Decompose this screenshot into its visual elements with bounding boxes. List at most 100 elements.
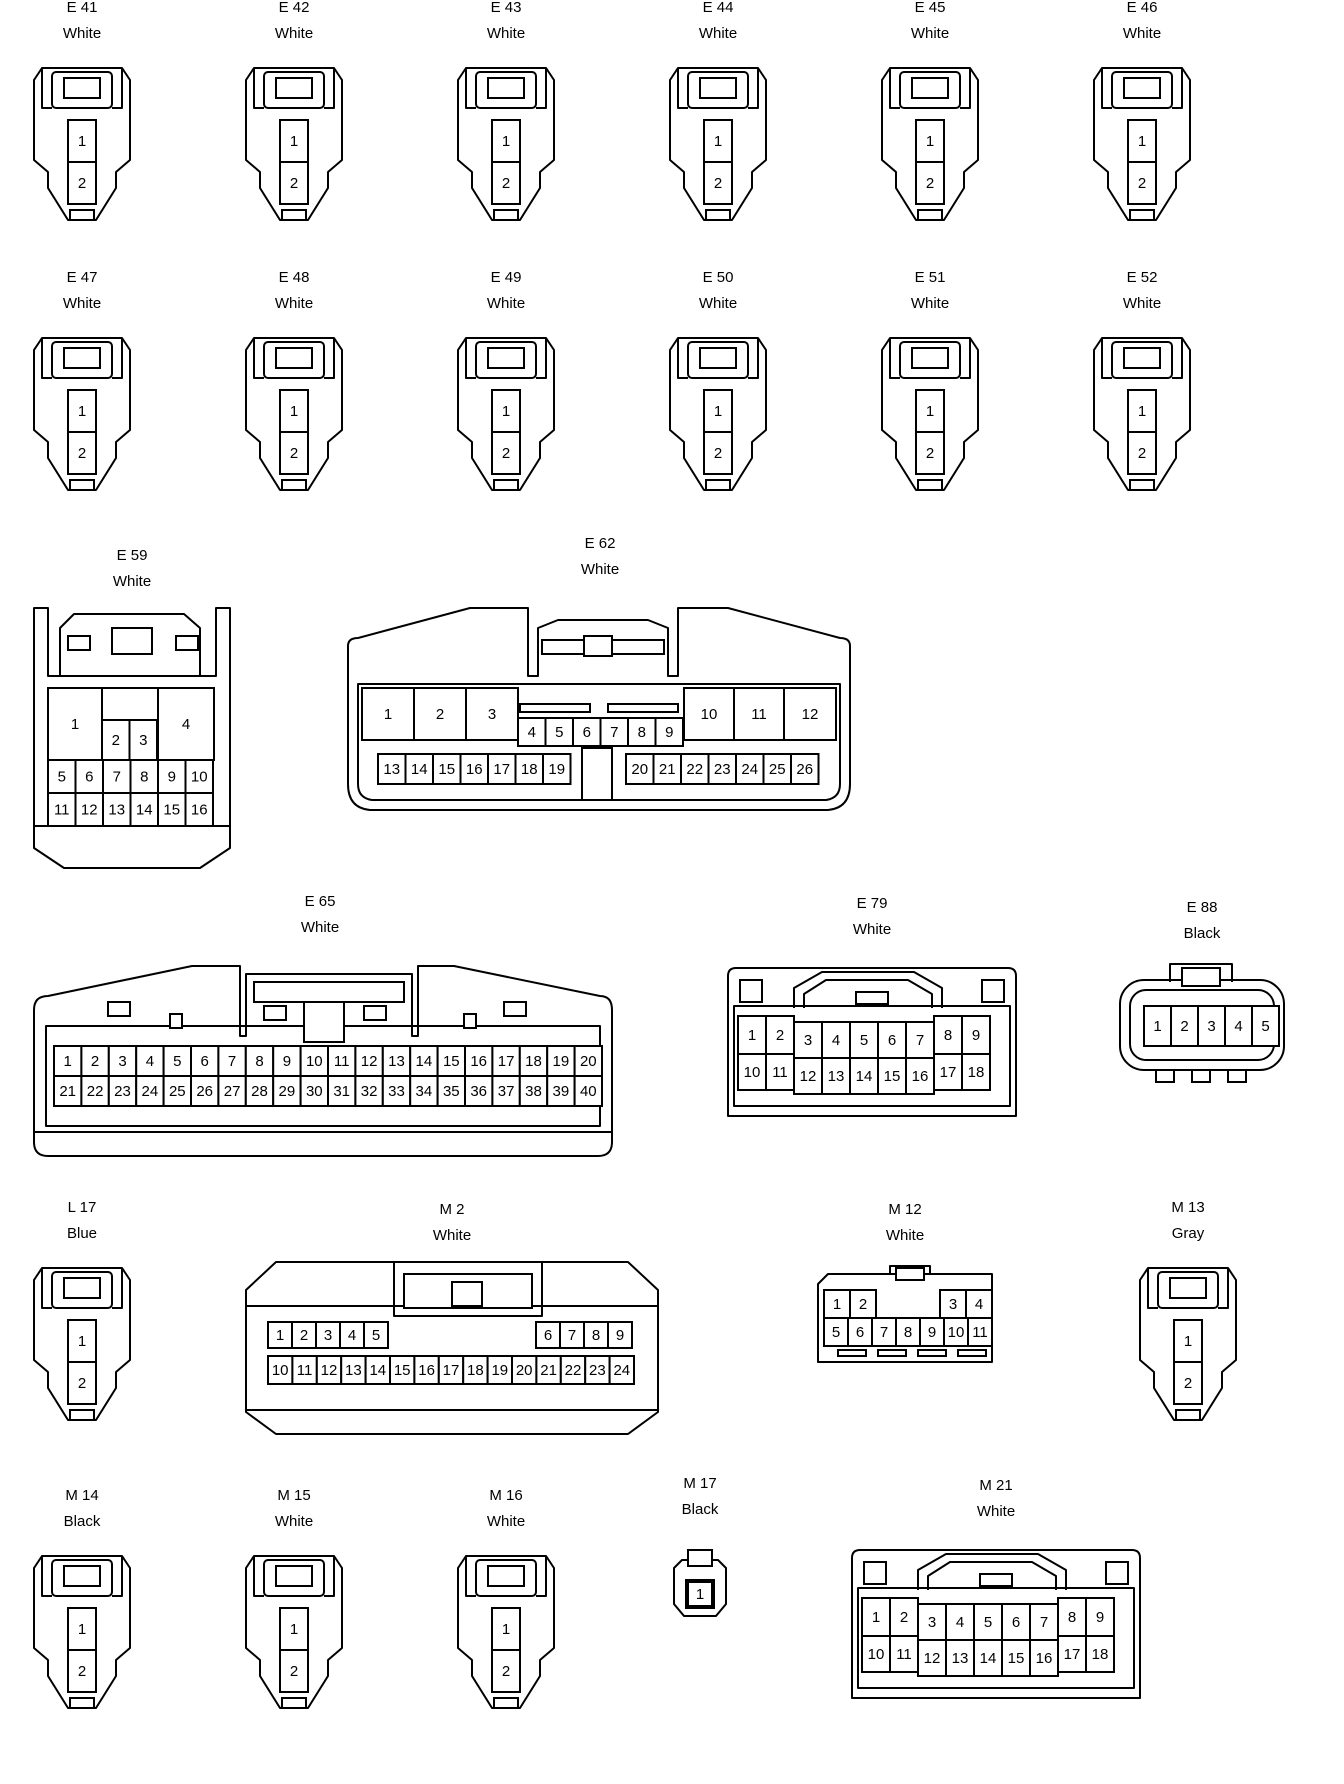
pin-cell — [361, 687, 415, 741]
connector-id: M 15 — [277, 1487, 310, 1504]
housing-outline — [457, 67, 555, 221]
pin-number: 26 — [196, 1083, 213, 1100]
pin-number: 21 — [59, 1083, 76, 1100]
housing-outline — [357, 683, 841, 801]
housing-outline — [112, 1556, 123, 1597]
pin-number: 7 — [113, 769, 121, 786]
latch — [583, 635, 613, 657]
pin-cell — [572, 717, 602, 747]
pin-number: 21 — [659, 761, 676, 778]
housing-outline — [33, 1555, 131, 1709]
housing-outline — [673, 1559, 727, 1617]
pin-cell — [267, 1321, 293, 1349]
pin-number: 8 — [904, 1324, 912, 1341]
pin-number: 23 — [589, 1362, 606, 1379]
pin-cell — [67, 1607, 97, 1651]
pin-cell — [917, 1639, 947, 1677]
pin-number: 1 — [1153, 1018, 1161, 1035]
pin-number: 8 — [140, 769, 148, 786]
key-slot — [1191, 1069, 1211, 1083]
pin-cell — [889, 1635, 919, 1673]
latch-window — [487, 77, 525, 99]
connector-color: White — [1123, 295, 1161, 312]
key-slot — [281, 209, 307, 221]
pin-number: 14 — [980, 1650, 997, 1667]
pin-number: 30 — [306, 1083, 323, 1100]
housing-outline — [245, 337, 343, 491]
pin-cell — [47, 759, 77, 794]
connector-color: Black — [64, 1513, 101, 1530]
pin-cell — [363, 1321, 389, 1349]
latch — [739, 979, 763, 1003]
latch — [67, 635, 91, 651]
housing-outline — [112, 338, 123, 379]
connector-color: White — [113, 573, 151, 590]
pin-number: 1 — [384, 706, 392, 723]
pin-cell — [102, 792, 132, 827]
pin-cell — [546, 1075, 576, 1107]
key-slot — [1155, 1069, 1175, 1083]
pin-number: 18 — [467, 1362, 484, 1379]
pin-number: 19 — [491, 1362, 508, 1379]
pin-number: 22 — [565, 1362, 582, 1379]
pin-number: 2 — [1138, 445, 1146, 462]
pin-cell — [687, 1581, 713, 1607]
housing-outline — [457, 1555, 555, 1709]
connector-id: E 51 — [915, 269, 946, 286]
pin-number: 18 — [521, 761, 538, 778]
pin-number: 29 — [279, 1083, 296, 1100]
housing-outline — [59, 613, 201, 676]
pin-number: 4 — [832, 1032, 840, 1049]
connector-color: White — [487, 295, 525, 312]
pin-number: 16 — [470, 1053, 487, 1070]
pin-number: 19 — [548, 761, 565, 778]
pin-cell — [1197, 1005, 1226, 1047]
housing-outline — [33, 337, 131, 491]
housing-outline — [41, 1556, 52, 1597]
key-slot — [1227, 1069, 1247, 1083]
pin-number: 6 — [856, 1324, 864, 1341]
housing-outline — [33, 1267, 131, 1421]
latch-window — [63, 1565, 101, 1587]
pin-cell — [625, 753, 655, 785]
pin-cell — [917, 1603, 947, 1641]
housing-outline — [393, 1262, 543, 1317]
pin-number: 2 — [112, 732, 120, 749]
pin-number: 2 — [926, 175, 934, 192]
pin-number: 15 — [1008, 1650, 1025, 1667]
pin-cell — [299, 1075, 330, 1107]
pin-number: 4 — [348, 1327, 356, 1344]
key-slot — [493, 479, 519, 491]
pin-number: 16 — [1036, 1650, 1053, 1667]
pin-number: 9 — [168, 769, 176, 786]
pin-cell — [436, 1075, 467, 1107]
pin-cell — [583, 1321, 609, 1349]
pin-cell — [1085, 1635, 1115, 1673]
pin-number: 20 — [516, 1362, 533, 1379]
housing-outline — [536, 68, 547, 109]
key-slot — [169, 1013, 183, 1029]
latch — [855, 991, 889, 1005]
pin-number: 10 — [272, 1362, 289, 1379]
pin-number: 9 — [928, 1324, 936, 1341]
pin-number: 2 — [91, 1053, 99, 1070]
key-slot — [877, 1349, 907, 1357]
pin-cell — [849, 1289, 877, 1319]
housing-outline — [112, 68, 123, 109]
pin-number: 14 — [369, 1362, 386, 1379]
pin-cell — [377, 753, 407, 785]
pin-cell — [707, 753, 737, 785]
pin-cell — [1127, 431, 1157, 475]
connector-id: E 79 — [857, 895, 888, 912]
pin-cell — [1127, 161, 1157, 205]
pin-number: 2 — [78, 1375, 86, 1392]
pin-cell — [607, 1321, 633, 1349]
pin-cell — [965, 1289, 993, 1319]
pin-number: 16 — [191, 802, 208, 819]
latch — [451, 1281, 483, 1307]
housing-outline — [889, 338, 900, 379]
